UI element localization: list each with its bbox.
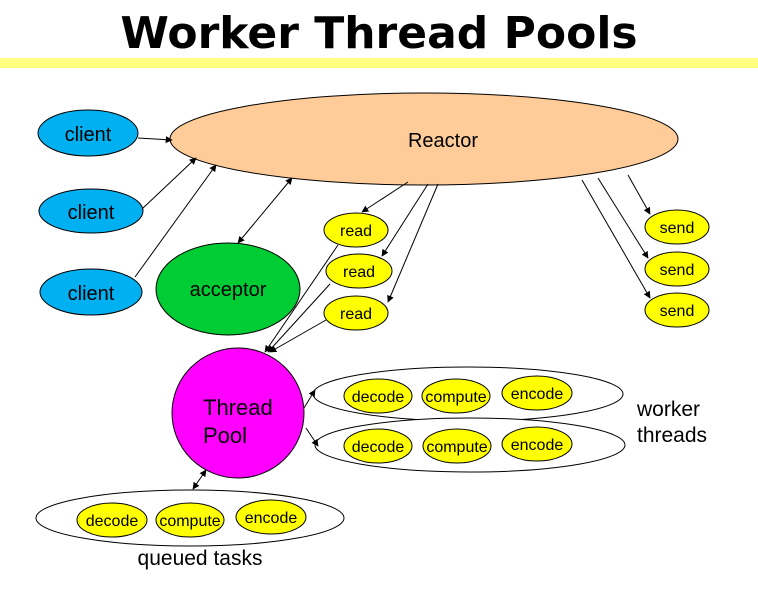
worker-1-task-2: compute	[425, 389, 486, 406]
read-label-2: read	[343, 264, 375, 281]
send-node-1: send	[644, 209, 710, 245]
edge-reactor-send2	[597, 177, 649, 259]
thread-pool-label-1: Thread	[203, 395, 273, 420]
edge-client1-reactor	[137, 136, 173, 144]
thread-pool-node: Thread Pool	[171, 347, 305, 479]
client-label-1: client	[65, 124, 112, 146]
send-label-1: send	[660, 220, 695, 237]
edge-client2-reactor	[141, 157, 197, 210]
edge-pool-worker2	[305, 427, 319, 447]
connectors	[134, 136, 651, 490]
queued-task-3: encode	[245, 510, 298, 527]
worker-2-task-2: compute	[426, 439, 487, 456]
title-underline	[0, 58, 758, 68]
worker-1-task-3: encode	[511, 386, 564, 403]
acceptor-node: acceptor	[155, 242, 301, 336]
edge-reactor-acceptor	[237, 177, 293, 244]
queued-group: decode compute encode	[35, 489, 345, 547]
worker-threads-label-2: threads	[637, 424, 707, 447]
send-node-3: send	[644, 292, 710, 328]
edge-reactor-send1	[627, 174, 651, 215]
client-node-3: client	[39, 268, 143, 316]
read-node-1: read	[323, 212, 389, 248]
worker-threads-label-1: worker	[636, 398, 700, 421]
reactor-label: Reactor	[408, 130, 478, 152]
acceptor-label: acceptor	[190, 279, 267, 301]
client-label-2: client	[68, 202, 115, 224]
slide-title: Worker Thread Pools	[120, 8, 638, 59]
worker-2-task-1: decode	[352, 439, 405, 456]
worker-group-1: decode compute encode	[312, 366, 624, 422]
edge-read2-pool	[267, 283, 331, 353]
worker-2-task-3: encode	[511, 437, 564, 454]
edge-pool-queue	[192, 469, 207, 490]
queued-task-2: compute	[159, 513, 220, 530]
client-node-2: client	[38, 188, 144, 234]
worker-1-task-1: decode	[352, 389, 405, 406]
send-node-2: send	[644, 251, 710, 287]
read-node-3: read	[323, 295, 389, 331]
edge-read1-pool	[264, 244, 339, 353]
edge-client3-reactor	[134, 164, 217, 278]
edge-pool-worker1	[303, 389, 316, 409]
read-label-1: read	[340, 223, 372, 240]
client-label-3: client	[68, 283, 115, 305]
edge-reactor-read1	[361, 181, 409, 213]
worker-group-2: decode compute encode	[314, 417, 626, 473]
queued-task-1: decode	[86, 513, 139, 530]
edge-reactor-send3	[581, 179, 651, 299]
client-node-1: client	[37, 109, 139, 157]
send-label-2: send	[660, 262, 695, 279]
thread-pool-label-2: Pool	[203, 423, 247, 448]
reactor-node: Reactor	[169, 92, 679, 186]
queued-tasks-label: queued tasks	[138, 547, 263, 570]
send-label-3: send	[660, 303, 695, 320]
read-label-3: read	[340, 306, 372, 323]
edge-reactor-read2	[381, 183, 429, 257]
edge-reactor-read3	[387, 183, 439, 303]
edge-read3-pool	[269, 319, 327, 353]
read-node-2: read	[325, 253, 393, 289]
